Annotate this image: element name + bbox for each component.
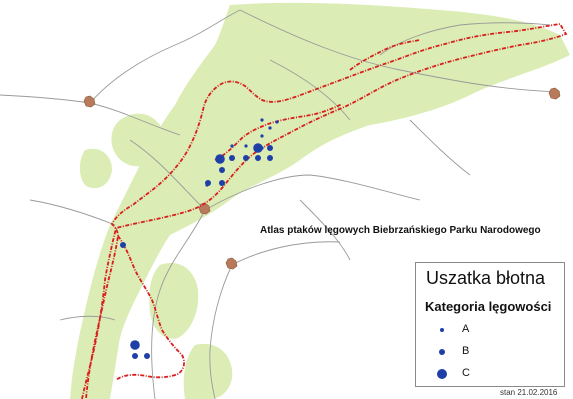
town-marker	[198, 202, 211, 215]
record-dot-a	[230, 144, 234, 148]
record-dot-c	[130, 340, 140, 350]
record-dot-b	[132, 353, 138, 359]
land-areas	[70, 2, 570, 399]
record-dot-b	[267, 145, 273, 151]
legend-dot-small-icon	[440, 328, 444, 332]
date-stamp: stan 21.02.2016	[500, 388, 558, 397]
town-marker	[548, 87, 561, 100]
record-dot-a	[244, 144, 248, 148]
park-boundary	[81, 23, 568, 399]
record-dot-b	[219, 167, 225, 173]
record-dot-b	[144, 353, 150, 359]
breeding-records	[120, 118, 279, 359]
record-dot-b	[120, 242, 126, 248]
record-dot-b	[229, 155, 235, 161]
record-dot-b	[205, 180, 211, 186]
legend-dot-medium-icon	[439, 349, 445, 355]
legend-label: B	[462, 345, 470, 357]
record-dot-b	[219, 180, 225, 186]
record-dot-a	[268, 126, 272, 130]
town-markers	[83, 87, 561, 270]
road-network	[0, 9, 561, 399]
atlas-title: Atlas ptaków lęgowych Biebrzańskiego Par…	[260, 225, 541, 236]
record-dot-a	[260, 134, 264, 138]
record-dot-b	[255, 155, 261, 161]
record-dot-a	[275, 120, 279, 124]
record-dot-c	[215, 154, 225, 164]
legend-item-c: C	[416, 365, 564, 383]
species-title: Uszatka błotna	[426, 268, 546, 288]
record-dot-a	[260, 118, 264, 122]
legend-panel: Uszatka błotna Kategoria lęgowości A B C	[415, 262, 565, 387]
legend-label: C	[462, 367, 470, 379]
record-dot-c	[253, 143, 263, 153]
town-marker	[83, 95, 96, 108]
legend-dot-large-icon	[437, 369, 447, 379]
legend-item-a: A	[416, 321, 564, 339]
record-dot-b	[267, 155, 273, 161]
legend-subtitle: Kategoria lęgowości	[425, 299, 552, 314]
town-marker	[225, 257, 238, 270]
legend-label: A	[462, 323, 470, 335]
legend-item-b: B	[416, 343, 564, 361]
record-dot-b	[243, 155, 249, 161]
